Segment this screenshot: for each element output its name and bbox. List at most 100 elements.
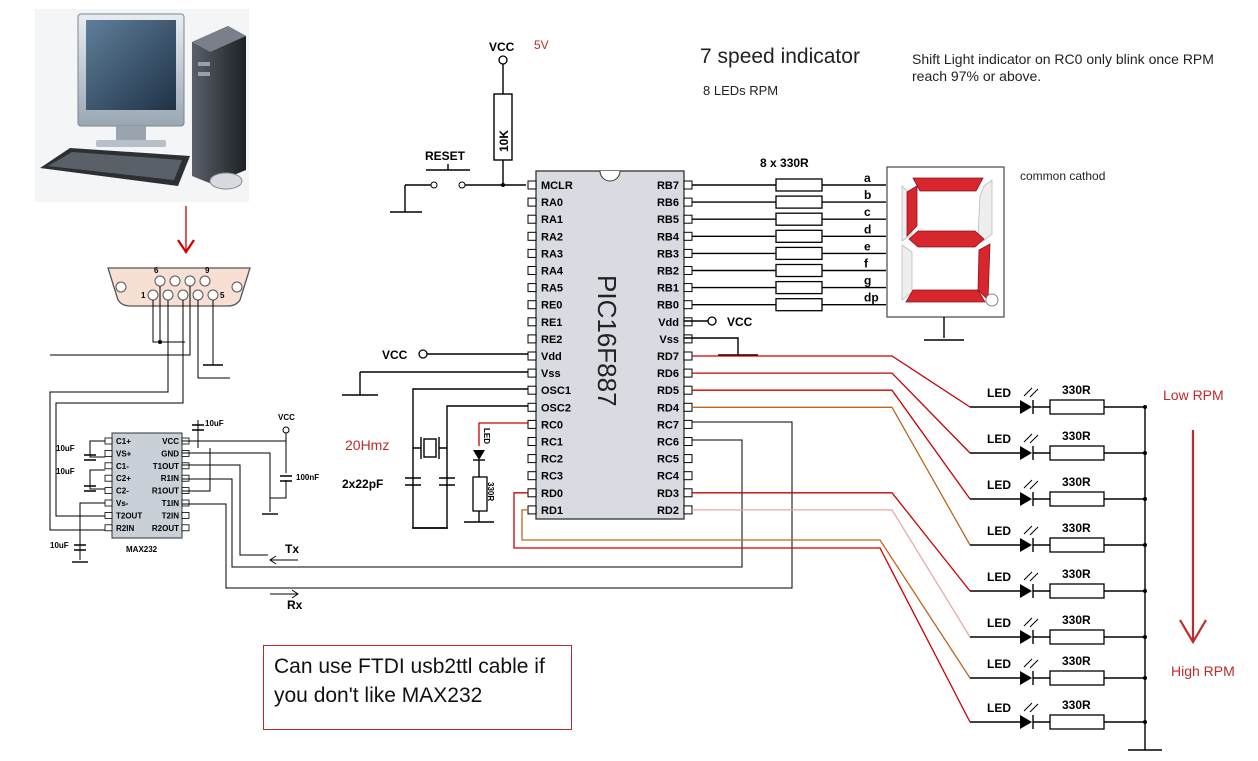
segment-e xyxy=(901,244,913,301)
pic-pin-left: OSC2 xyxy=(541,402,571,414)
max232-pin-left: C2+ xyxy=(116,474,131,483)
led-resistor-label: 330R xyxy=(1062,567,1091,581)
ftdi-note-line-1: Can use FTDI usb2ttl cable if xyxy=(274,655,545,678)
crystal-frequency-label: 20Hmz xyxy=(345,437,390,453)
tx-rx-arrows: Tx Rx xyxy=(269,542,303,612)
pic-pin-left: RC1 xyxy=(541,437,563,449)
segment-resistor xyxy=(775,246,823,261)
pic-pin-right: Vss xyxy=(659,334,679,346)
led-light-arrows xyxy=(1023,658,1039,669)
led-resistor xyxy=(1049,670,1105,686)
pic-pin-left: RE1 xyxy=(541,317,562,329)
led-diode xyxy=(1020,538,1032,552)
reset-circuit: VCC 10K RESET xyxy=(390,40,526,213)
tx-label: Tx xyxy=(285,542,299,556)
pic-pin-right: RB7 xyxy=(657,180,679,192)
segment-d xyxy=(905,289,986,303)
segment-a xyxy=(912,177,984,192)
segment-resistor xyxy=(775,263,823,278)
pic-pin-left: RE0 xyxy=(541,300,562,312)
diagram-subtitle: 8 LEDs RPM xyxy=(703,83,779,98)
max-vcc-label: VCC xyxy=(278,413,295,422)
led-wire xyxy=(513,492,971,723)
led-diode xyxy=(1020,715,1032,729)
segment-resistor xyxy=(775,178,823,192)
high-rpm-label: High RPM xyxy=(1171,663,1235,679)
max232-pin-left: Vs- xyxy=(116,499,129,508)
pic-pin-left: OSC1 xyxy=(541,385,571,397)
pic-pin-right: RB1 xyxy=(657,283,679,295)
max232-pin-right: R2OUT xyxy=(152,524,179,533)
segment-letter: dp xyxy=(864,291,879,305)
led-resistor xyxy=(1049,714,1105,730)
pic-pin-left: MCLR xyxy=(541,180,573,192)
led-label: LED xyxy=(987,657,1011,671)
supply-voltage-label: 5V xyxy=(534,38,549,52)
left-vcc-label: VCC xyxy=(382,348,408,362)
shift-light-note: Shift Light indicator on RC0 only blink … xyxy=(912,51,1214,84)
led-light-arrows xyxy=(1023,617,1039,628)
led-diode xyxy=(1020,400,1032,414)
max232-pin-left: C1- xyxy=(116,462,129,471)
pic-pin-right: RD2 xyxy=(657,505,679,517)
pic-pin-left: RA0 xyxy=(541,197,563,209)
segment-b xyxy=(977,179,993,243)
pic-pin-left: RA3 xyxy=(541,248,563,260)
max232-pin-right: R1OUT xyxy=(152,487,179,496)
pic-pin-left: RA2 xyxy=(541,231,563,243)
led-light-arrows xyxy=(1023,525,1039,536)
max232-capacitors: 10uF 10uF 10uF 10uF VCC 100nF xyxy=(50,413,319,563)
led-wire xyxy=(692,509,971,638)
db9-pin-9-label: 9 xyxy=(205,266,210,275)
pic-pin-right: RD7 xyxy=(657,351,679,363)
pic-pin-right: RB0 xyxy=(657,300,679,312)
segment-letter: g xyxy=(864,274,871,288)
led-light-arrows xyxy=(1023,571,1039,582)
pic-pin-right: RB6 xyxy=(657,197,679,209)
cap-100nf: 100nF xyxy=(296,473,319,482)
led-light-arrows xyxy=(1023,702,1039,713)
led-label: LED xyxy=(987,386,1011,400)
led-label: LED xyxy=(987,432,1011,446)
led-wire xyxy=(692,389,971,500)
diagram-title: 7 speed indicator xyxy=(700,45,860,68)
led-diode xyxy=(1020,671,1032,685)
led-diode xyxy=(1020,492,1032,506)
right-vcc-label: VCC xyxy=(727,315,753,329)
rx-label: Rx xyxy=(287,598,303,612)
pic-pin-right: RB2 xyxy=(657,266,679,278)
ftdi-note-line-2: you don't like MAX232 xyxy=(274,684,483,707)
pic-pin-left: RC2 xyxy=(541,454,563,466)
segment-f-red xyxy=(906,185,918,237)
max232-pin-left: T2OUT xyxy=(116,511,142,520)
segment-g xyxy=(908,230,985,248)
pic-pin-right: RD4 xyxy=(657,402,680,414)
max232-pin-right: GND xyxy=(161,449,179,458)
low-rpm-label: Low RPM xyxy=(1163,387,1224,403)
segment-resistor xyxy=(775,229,823,243)
led-light-arrows xyxy=(1023,433,1039,444)
led-resistor-label: 330R xyxy=(1062,698,1091,712)
led-resistor-label: 330R xyxy=(1062,383,1091,397)
shift-led-label: LED xyxy=(482,428,491,444)
segment-resistor xyxy=(775,212,823,226)
led-wire xyxy=(521,509,971,679)
led-resistor xyxy=(1049,491,1105,507)
max232-pin-right: R1IN xyxy=(161,474,179,483)
led-wire xyxy=(692,372,971,454)
segment-letter: e xyxy=(864,239,871,253)
pic-pin-right: RC4 xyxy=(657,471,680,483)
led-label: LED xyxy=(987,524,1011,538)
segment-letter: f xyxy=(864,257,869,271)
led-resistor xyxy=(1049,537,1105,553)
segment-letter: b xyxy=(864,188,871,202)
led-label: LED xyxy=(987,570,1011,584)
pic-pin-left: RC3 xyxy=(541,471,563,483)
ftdi-note-box: Can use FTDI usb2ttl cable if you don't … xyxy=(263,645,572,730)
pic-pin-right: RB5 xyxy=(657,214,679,226)
led-resistor xyxy=(1049,629,1105,645)
shift-led-resistor: 330R xyxy=(486,482,495,501)
cap-10uf-4: 10uF xyxy=(205,419,224,428)
reset-label: RESET xyxy=(425,149,466,163)
